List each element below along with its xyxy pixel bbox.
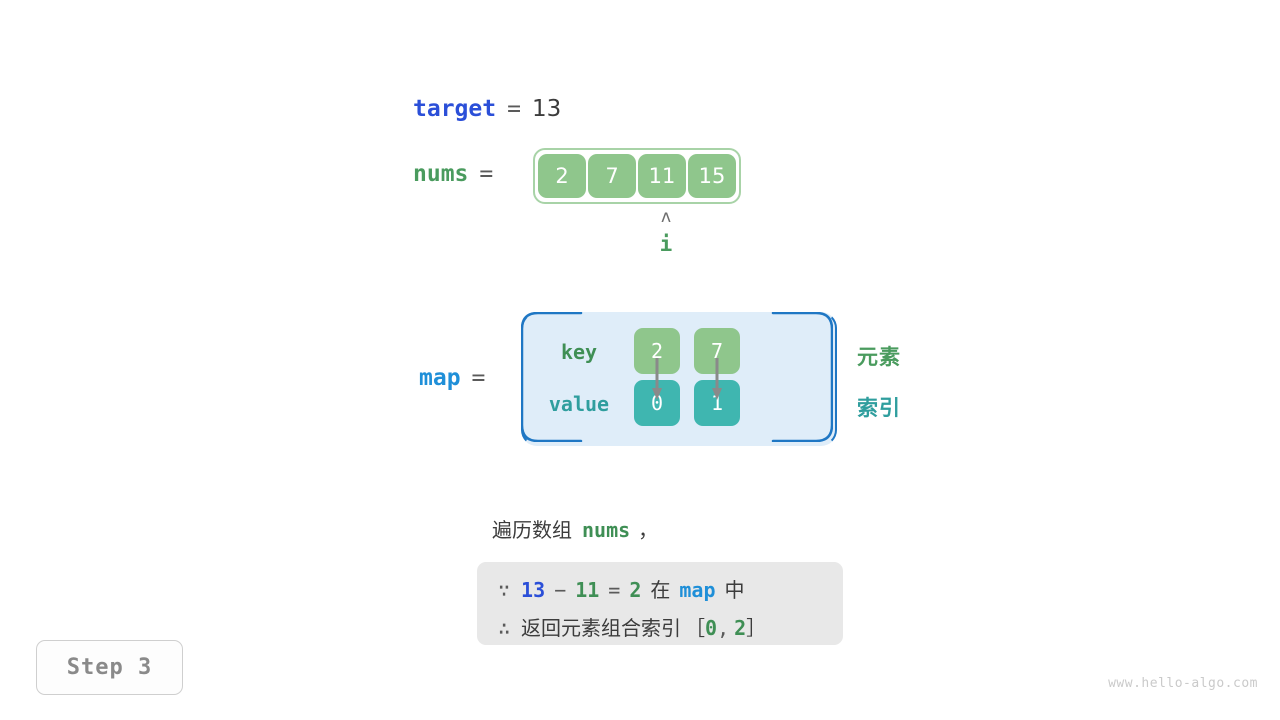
- conclusion-line-1: ∵ 13 − 11 = 2 在 map 中: [498, 574, 745, 603]
- side-label-index: 索引: [857, 396, 901, 420]
- watermark: www.hello-algo.com: [1108, 676, 1258, 691]
- map-row-label-value: value: [548, 392, 610, 416]
- map-row-label-key: key: [560, 340, 598, 364]
- because-symbol-icon: ∵: [498, 578, 511, 602]
- pointer-caret-icon: ʌ: [660, 207, 672, 227]
- conclusion-return-text: 返回元素组合索引: [521, 616, 682, 640]
- caption-line: 遍历数组 nums ，: [492, 514, 658, 543]
- pointer-label-i: i: [659, 232, 673, 256]
- conclusion-index-0: 0: [705, 616, 718, 640]
- conclusion-map-token: map: [679, 578, 716, 602]
- conclusion-line-2: ∴ 返回元素组合索引 ［ 0 , 2 ］: [498, 612, 766, 641]
- nums-array: 2 7 11 15: [533, 148, 741, 204]
- map-arrow-1: [712, 358, 722, 400]
- conclusion-bracket-open: ［: [685, 616, 706, 640]
- conclusion-index-1: 2: [734, 616, 747, 640]
- map-label-row: map =: [419, 361, 496, 395]
- conclusion-equals-sign: =: [608, 578, 621, 602]
- map-variable-name: map: [419, 365, 461, 391]
- conclusion-operand-a: 13: [521, 578, 546, 602]
- target-value: 13: [531, 96, 562, 122]
- conclusion-index-comma: ,: [717, 616, 730, 640]
- conclusion-tail-word: 中: [724, 578, 745, 602]
- nums-variable-name: nums: [413, 161, 469, 187]
- step-badge: Step 3: [36, 640, 183, 695]
- target-equals-sign: =: [507, 96, 521, 122]
- side-label-element: 元素: [857, 345, 901, 369]
- step-badge-label: Step 3: [66, 655, 153, 680]
- nums-cell-3: 15: [688, 154, 736, 198]
- target-row: target = 13: [413, 92, 561, 126]
- conclusion-minus-sign: −: [554, 578, 567, 602]
- nums-cell-2: 11: [638, 154, 686, 198]
- caption-code-nums: nums: [582, 518, 631, 542]
- caption-prefix: 遍历数组: [492, 518, 572, 542]
- target-variable-name: target: [413, 96, 497, 122]
- therefore-symbol-icon: ∴: [498, 616, 511, 640]
- map-equals-sign: =: [471, 365, 486, 391]
- conclusion-bracket-close: ］: [746, 616, 767, 640]
- conclusion-box: [477, 562, 843, 645]
- map-arrow-0: [652, 358, 662, 400]
- nums-cell-1: 7: [588, 154, 636, 198]
- caption-suffix: ，: [638, 518, 659, 542]
- nums-cell-0: 2: [538, 154, 586, 198]
- conclusion-in-word: 在: [650, 578, 671, 602]
- nums-row: nums =: [413, 157, 504, 191]
- map-key-cell-0: 2: [634, 328, 680, 374]
- conclusion-operand-b: 11: [575, 578, 600, 602]
- conclusion-result-c: 2: [629, 578, 642, 602]
- nums-equals-sign: =: [479, 161, 494, 187]
